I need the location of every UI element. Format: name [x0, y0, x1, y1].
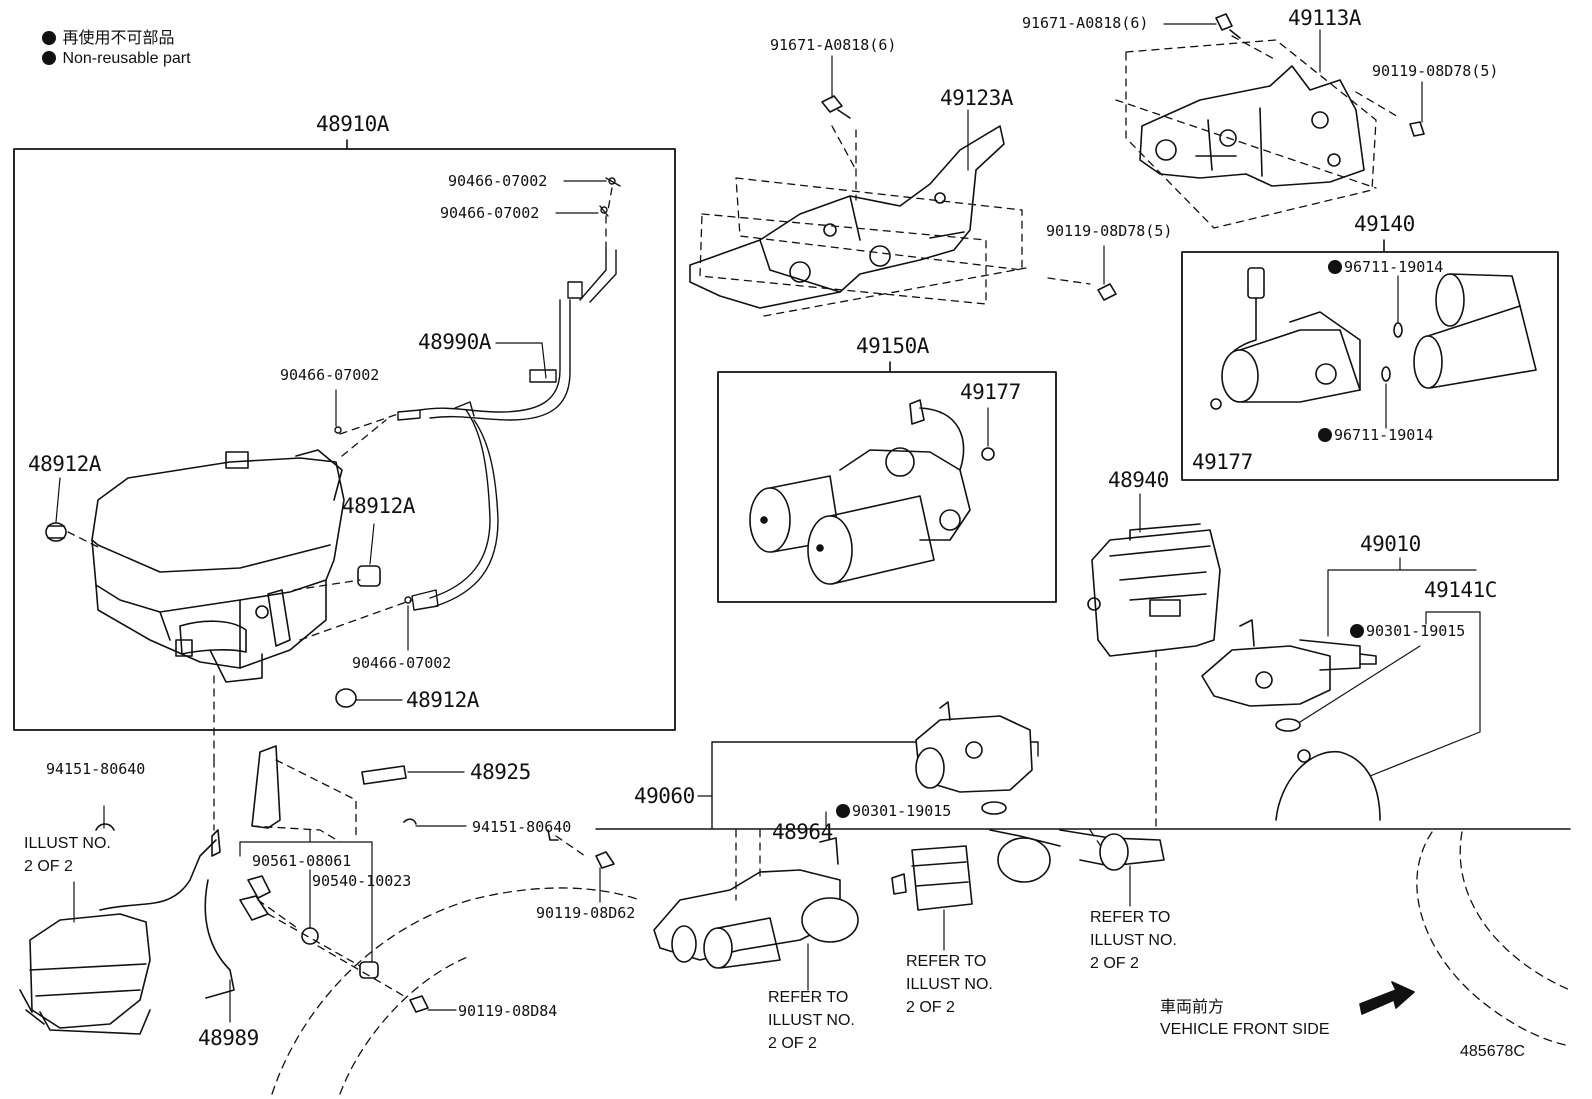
lower-motor-assembly-2-drawing	[891, 829, 1165, 911]
part-label-clipped[interactable]: 48964	[772, 820, 833, 844]
actuator-48940-drawing	[1087, 523, 1221, 657]
non-reusable-dot-icon	[836, 804, 850, 818]
motor-49010-drawing	[1201, 619, 1377, 707]
hose-drawing	[334, 177, 621, 611]
legend-jp-text: 再使用不可部品	[62, 30, 175, 47]
lower-reservoir-drawing	[19, 829, 235, 1035]
part-label[interactable]: 48989	[198, 1026, 259, 1050]
part-label[interactable]: 48912A	[406, 688, 479, 712]
bracket-49123A-drawing	[689, 125, 1005, 309]
legend-en-text: Non-reusable part	[62, 50, 191, 67]
motor-49140-drawing	[1210, 267, 1537, 410]
non-reusable-dot-icon	[1318, 428, 1332, 442]
part-label[interactable]: 90466-07002	[280, 366, 380, 384]
part-label[interactable]: 48910A	[316, 112, 389, 136]
part-label[interactable]: 48912A	[342, 494, 415, 518]
part-label-nonreusable[interactable]: 90301-19015	[1350, 624, 1465, 639]
box-49140	[1181, 251, 1559, 481]
refer-to-illust-note[interactable]: REFER TO ILLUST NO. 2 OF 2	[1090, 909, 1177, 972]
part-label[interactable]: 49060	[634, 784, 695, 808]
legend-jp: 再使用不可部品	[42, 24, 174, 48]
part-label[interactable]: 90119-08D84	[458, 1002, 558, 1020]
part-label-nonreusable[interactable]: 90301-19015	[836, 804, 951, 819]
part-label[interactable]: 49123A	[940, 86, 1013, 110]
part-number: 96711-19014	[1334, 426, 1434, 444]
part-label[interactable]: 49150A	[856, 334, 929, 358]
reservoir-tank-drawing	[91, 449, 345, 683]
part-label[interactable]: 49140	[1354, 212, 1415, 236]
part-label[interactable]: 48925	[470, 760, 531, 784]
motor-49060-drawing	[915, 701, 1033, 793]
non-reusable-dot-icon	[42, 31, 56, 45]
part-label[interactable]: 49177	[960, 380, 1021, 404]
non-reusable-dot-icon	[1328, 260, 1342, 274]
part-label[interactable]: 90540-10023	[312, 872, 412, 890]
part-number: 90301-19015	[852, 802, 952, 820]
part-label[interactable]: 90561-08061	[252, 852, 352, 870]
part-label[interactable]: 90466-07002	[352, 654, 452, 672]
refer-to-illust-note[interactable]: REFER TO ILLUST NO. 2 OF 2	[768, 989, 855, 1052]
part-label[interactable]: 94151-80640	[46, 760, 146, 778]
motor-49150A-drawing	[749, 399, 995, 585]
illust-reference-note[interactable]: ILLUST NO. 2 OF 2	[24, 835, 111, 875]
part-label[interactable]: 90119-08D78(5)	[1372, 62, 1499, 80]
part-label[interactable]: 90119-08D78(5)	[1046, 222, 1173, 240]
part-label[interactable]: 48990A	[418, 330, 491, 354]
box-48910A	[13, 148, 676, 731]
lower-motor-assembly-1-drawing	[653, 829, 859, 969]
part-label-nonreusable[interactable]: 96711-19014	[1318, 428, 1433, 443]
bracket-lower-drawing	[239, 745, 281, 921]
vehicle-front-en: VEHICLE FRONT SIDE	[1160, 1021, 1330, 1038]
part-label[interactable]: 90119-08D62	[536, 904, 636, 922]
part-label-clipped[interactable]: 94151-80640	[472, 818, 572, 836]
bracket-49113A-drawing	[1139, 65, 1365, 187]
refer-to-illust-note[interactable]: REFER TO ILLUST NO. 2 OF 2	[906, 953, 993, 1016]
part-label-nonreusable[interactable]: 96711-19014	[1328, 260, 1443, 275]
part-label[interactable]: 49141C	[1424, 578, 1497, 602]
box-49150A	[717, 371, 1057, 603]
part-label[interactable]: 48940	[1108, 468, 1169, 492]
part-label[interactable]: 90466-07002	[448, 172, 548, 190]
legend-en: Non-reusable part	[42, 50, 191, 68]
part-label[interactable]: 49010	[1360, 532, 1421, 556]
part-number: 96711-19014	[1344, 258, 1444, 276]
part-label[interactable]: 90466-07002	[440, 204, 540, 222]
vehicle-front-jp: 車両前方	[1160, 999, 1225, 1016]
grommet-drawings	[45, 522, 381, 708]
vehicle-front-arrow	[1359, 981, 1415, 1015]
wheel-phantom-lines	[271, 831, 1571, 1095]
part-label[interactable]: 91671-A0818(6)	[1022, 14, 1149, 32]
part-label[interactable]: 49177	[1192, 450, 1253, 474]
part-label[interactable]: 49113A	[1288, 6, 1361, 30]
non-reusable-dot-icon	[42, 51, 56, 65]
diagram-id: 485678C	[1460, 1043, 1525, 1060]
part-label[interactable]: 91671-A0818(6)	[770, 36, 897, 54]
part-number: 90301-19015	[1366, 622, 1466, 640]
non-reusable-dot-icon	[1350, 624, 1364, 638]
part-label[interactable]: 48912A	[28, 452, 101, 476]
